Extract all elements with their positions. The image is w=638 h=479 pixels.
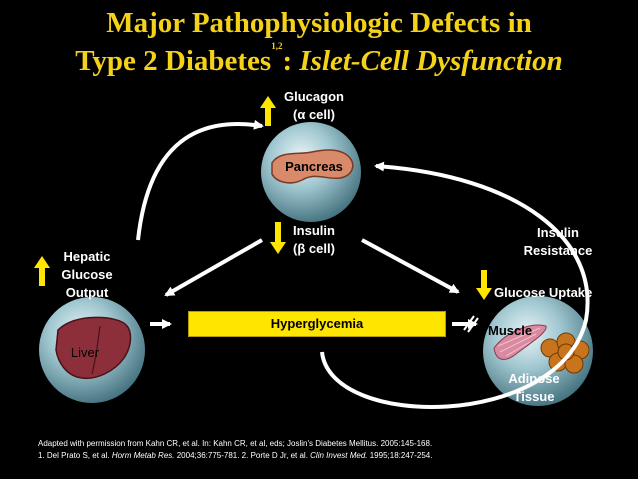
- insulin-resistance-label: Insulin Resistance: [508, 224, 608, 260]
- adipose-icon: [540, 332, 590, 374]
- insulin-label: Insulin (β cell): [284, 222, 344, 258]
- muscle-icon: [493, 324, 547, 360]
- liver-icon: [55, 316, 132, 380]
- title-type2: Type 2 Diabetes: [75, 45, 272, 77]
- adipose-line-2: Tissue: [513, 389, 555, 404]
- liver-label: Liver: [70, 345, 100, 360]
- glucagon-line-1: Glucagon: [284, 89, 344, 104]
- arrow-insulin-to-periphery: [361, 238, 460, 294]
- hepatic-output-up-arrow: [34, 256, 50, 286]
- footnote-journal-1: Horm Metab Res.: [111, 451, 175, 460]
- title-sep: :: [282, 45, 300, 77]
- insulin-line-2: (β cell): [293, 241, 335, 256]
- blocked-uptake-icon: [463, 315, 479, 333]
- title-line-2: Type 2 Diabetes1,2: Islet-Cell Dysfuncti…: [0, 42, 638, 80]
- insulin-down-arrow: [270, 222, 286, 254]
- insulin-line-1: Insulin: [293, 223, 335, 238]
- resistance-line-1: Insulin: [537, 225, 579, 240]
- footnote-ref-1: 1. Del Prato S, et al.: [38, 451, 112, 460]
- glucagon-label: Glucagon (α cell): [282, 88, 346, 124]
- liver-orb: [39, 297, 145, 403]
- muscle-label: Muscle: [488, 323, 533, 338]
- arrow-insulin-to-liver: [164, 238, 263, 297]
- title-line-1: Major Pathophysiologic Defects in: [106, 7, 532, 39]
- title-islet: Islet-Cell Dysfunction: [299, 45, 563, 77]
- hepatic-line-3: Output: [65, 285, 109, 300]
- arrow-periphery-to-pancreas: [320, 161, 590, 409]
- glucose-uptake-down-arrow: [476, 270, 492, 300]
- title-refs: 1,2: [271, 41, 283, 51]
- adipose-tissue-label: Adipose Tissue: [498, 370, 570, 406]
- periphery-orb: [483, 296, 593, 406]
- glucagon-up-arrow: [260, 96, 276, 126]
- hepatic-line-2: Glucose: [61, 267, 113, 282]
- pancreas-icon: [271, 149, 354, 184]
- hepatic-glucose-output-label: Hepatic Glucose Output: [52, 248, 122, 302]
- pancreas-orb: [261, 122, 361, 222]
- adipose-line-1: Adipose: [508, 371, 560, 386]
- hepatic-line-1: Hepatic: [63, 249, 111, 264]
- arrow-liver-to-pancreas: [136, 119, 264, 241]
- footnote-journal-2: Clin Invest Med.: [310, 451, 368, 460]
- hyperglycemia-box: Hyperglycemia: [188, 311, 446, 337]
- pancreas-label: Pancreas: [285, 159, 343, 174]
- footnote-line-2: 1. Del Prato S, et al. Horm Metab Res. 2…: [38, 451, 432, 461]
- footnote-ref-2: 2004;36:775-781. 2. Porte D Jr, et al.: [174, 451, 311, 460]
- slide-title: Major Pathophysiologic Defects in Type 2…: [0, 4, 638, 80]
- glucose-uptake-label: Glucose Uptake: [494, 285, 593, 300]
- footnote-ref-3: 1995;18:247-254.: [367, 451, 433, 460]
- glucagon-line-2: (α cell): [293, 107, 335, 122]
- footnote-line-1: Adapted with permission from Kahn CR, et…: [38, 439, 433, 448]
- resistance-line-2: Resistance: [523, 243, 593, 258]
